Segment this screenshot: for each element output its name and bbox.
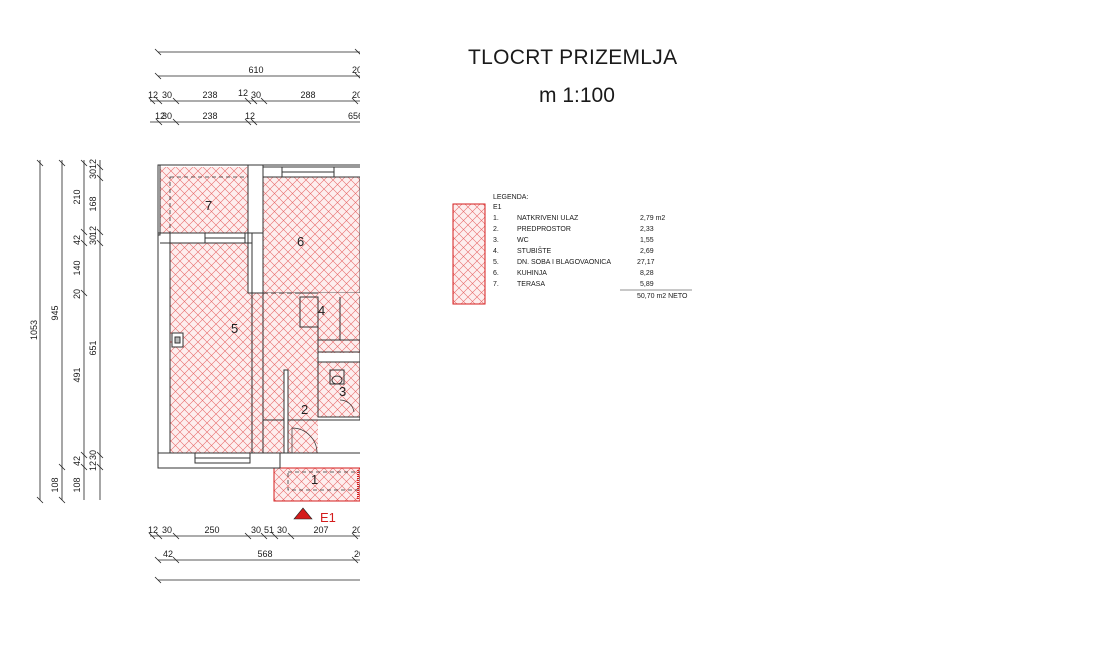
legend-row-6-num: 6. [493,270,499,277]
dim-top-12b: 12 [238,88,248,98]
wall-lines [157,164,360,469]
dim-left-140: 140 [72,260,82,275]
legend-row-5-name: DN. SOBA I BLAGOVAONICA [517,259,611,266]
room-2-area [263,293,318,453]
room-label-1: 1 [311,472,318,487]
dim-left-108b: 108 [72,477,82,492]
room-label-4: 4 [318,303,325,318]
legend-row-2-area: 2,33 [640,226,654,233]
legend-row-5-area: 27,17 [637,259,655,266]
entrance-marker-icon [293,507,313,520]
dim-left-168: 168 [88,196,98,211]
dim-bot-51: 51 [264,525,274,535]
room-4-area [318,293,360,353]
dim-labels-left: 1053 945 108 210 42 140 20 491 42 108 12… [29,159,98,493]
legend: LEGENDA: E1 1. NATKRIVENI ULAZ 2,79 m2 2… [452,194,692,305]
room-5-area [169,242,253,454]
legend-row-6-name: KUHINJA [517,270,547,277]
dim-top-288: 288 [300,90,315,100]
room-label-6: 6 [297,234,304,249]
legend-row-2-name: PREDPROSTOR [517,226,571,233]
dim-left-1053: 1053 [29,320,39,340]
legend-row-3-area: 1,55 [640,237,654,244]
legend-row-7-name: TERASA [517,281,545,288]
dim-left-42a: 42 [72,235,82,245]
legend-row-4-area: 2,69 [640,248,654,255]
dim-bot-20a: 20 [352,525,362,535]
dim-top-12a: 12 [148,90,158,100]
dim-top-20b: 20 [352,90,362,100]
dim-top-30b: 30 [251,90,261,100]
dim-left-30b: 30 [88,235,98,245]
dim-left-108a: 108 [50,477,60,492]
room-label-3: 3 [339,384,346,399]
dim-bot-30b: 30 [251,525,261,535]
room-7-area [160,167,248,233]
legend-row-3-num: 3. [493,237,499,244]
dim-left-651: 651 [88,340,98,355]
room-labels: 7 6 5 4 3 2 1 [205,198,346,487]
legend-row-5-num: 5. [493,259,499,266]
dim-bot-207: 207 [313,525,328,535]
dim-left-42b: 42 [72,456,82,466]
legend-row-6-area: 8,28 [640,270,654,277]
dim-left-30c: 30 [88,450,98,460]
dim-labels-top: 610 20 12 30 238 12 30 288 20 12 30 238 … [148,65,363,121]
room-label-7: 7 [205,198,212,213]
legend-row-7-area: 5,89 [640,281,654,288]
dim-left-30a: 30 [88,169,98,179]
dim-top-20a: 20 [352,65,362,75]
room-label-5: 5 [231,321,238,336]
dim-top-30c: 30 [162,111,172,121]
legend-row-1-area: 2,79 m2 [640,215,665,222]
dim-bot-42: 42 [163,549,173,559]
dim-labels-bottom: 12 30 250 30 51 30 207 20 42 568 20 [148,525,364,559]
drawing-scale: m 1:100 [539,84,615,107]
dim-bot-568: 568 [257,549,272,559]
legend-row-4-num: 4. [493,248,499,255]
legend-code: E1 [493,204,502,211]
dim-top-610: 610 [248,65,263,75]
dim-left-945: 945 [50,305,60,320]
dim-bot-12: 12 [148,525,158,535]
dim-top-30a: 30 [162,90,172,100]
dim-top-656: 656 [348,111,363,121]
dim-left-20: 20 [72,289,82,299]
dim-top-238a: 238 [202,90,217,100]
dim-left-12c: 12 [88,461,98,471]
dim-lines-bottom [148,532,360,584]
legend-swatch [452,203,486,305]
plan-clip-group: 610 20 12 30 238 12 30 288 20 12 30 238 … [148,48,364,584]
dim-bot-20b: 20 [354,549,364,559]
dim-left-210: 210 [72,189,82,204]
dim-left-12b: 12 [88,226,98,236]
entrance-label: E1 [320,510,336,525]
legend-row-1-num: 1. [493,215,499,222]
legend-row-4-name: STUBIŠTE [517,246,552,255]
dim-bot-250: 250 [204,525,219,535]
dim-left-491: 491 [72,367,82,382]
dim-bot-30c: 30 [277,525,287,535]
building-outline [157,164,360,502]
dim-lines-left [36,159,104,504]
legend-row-1-name: NATKRIVENI ULAZ [517,215,579,222]
legend-total: 50,70 m2 NETO [637,293,688,300]
legend-row-7-num: 7. [493,281,499,288]
legend-heading: LEGENDA: [493,194,528,201]
dim-lines-top [148,48,360,126]
room-6-area [262,176,360,294]
room-label-2: 2 [301,402,308,417]
dim-top-12d: 12 [245,111,255,121]
dim-top-238b: 238 [202,111,217,121]
dim-top-12c: 12 [155,111,165,121]
dim-left-12a: 12 [88,159,98,169]
legend-row-2-num: 2. [493,226,499,233]
legend-row-3-name: WC [517,237,529,244]
dim-bot-30a: 30 [162,525,172,535]
drawing-title: TLOCRT PRIZEMLJA [468,46,678,69]
